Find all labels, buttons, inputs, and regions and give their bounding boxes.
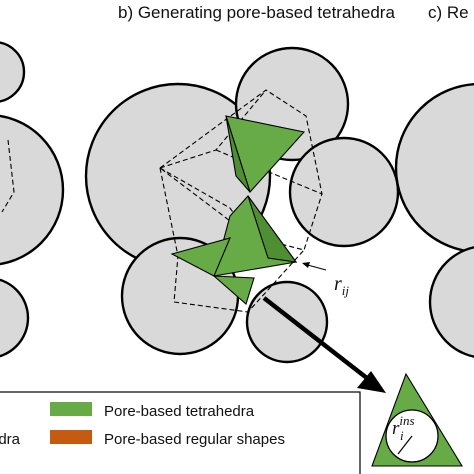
- panel-b: rij: [84, 46, 400, 364]
- panel-b-title: b) Generating pore-based tetrahedra: [118, 3, 395, 22]
- radius-label: rij: [334, 273, 349, 298]
- legend-swatch-tetrahedra: [50, 402, 92, 416]
- sphere: [0, 278, 30, 358]
- panel-c-title: c) Re: [428, 3, 469, 22]
- legend-cut-label: edra: [0, 431, 21, 448]
- sphere: [394, 83, 474, 253]
- sphere: [428, 246, 474, 358]
- sphere-right: [288, 136, 400, 248]
- dashed-edges: [159, 167, 305, 313]
- sphere: [0, 41, 26, 103]
- panel-a: [0, 41, 65, 358]
- sphere-bottom-right: [245, 280, 329, 364]
- inscribed-radius-line: [397, 435, 413, 455]
- legend-swatch-regular-shapes: [50, 430, 92, 444]
- inscribed-inset: rins i: [371, 372, 463, 467]
- radius-arrowhead: [302, 262, 310, 268]
- legend-label-tetrahedra: Pore-based tetrahedra: [104, 403, 255, 420]
- tetrahedron: [212, 275, 255, 305]
- panel-c: [394, 83, 474, 358]
- inscribed-radius-subscript: i: [400, 428, 404, 443]
- dashed-edge: [1, 139, 15, 213]
- tetrahedron-face: [225, 115, 251, 193]
- tetrahedron: [170, 237, 231, 277]
- dashed-edges: [159, 89, 323, 257]
- inscribed-radius-label: rins: [392, 413, 415, 439]
- zoom-arrow: [262, 296, 374, 384]
- sphere: [0, 114, 65, 266]
- legend: edra Pore-based tetrahedra Pore-based re…: [0, 391, 361, 474]
- tetrahedron-face: [247, 195, 298, 263]
- zoom-arrowhead: [357, 371, 386, 393]
- legend-label-regular-shapes: Pore-based regular shapes: [104, 431, 285, 448]
